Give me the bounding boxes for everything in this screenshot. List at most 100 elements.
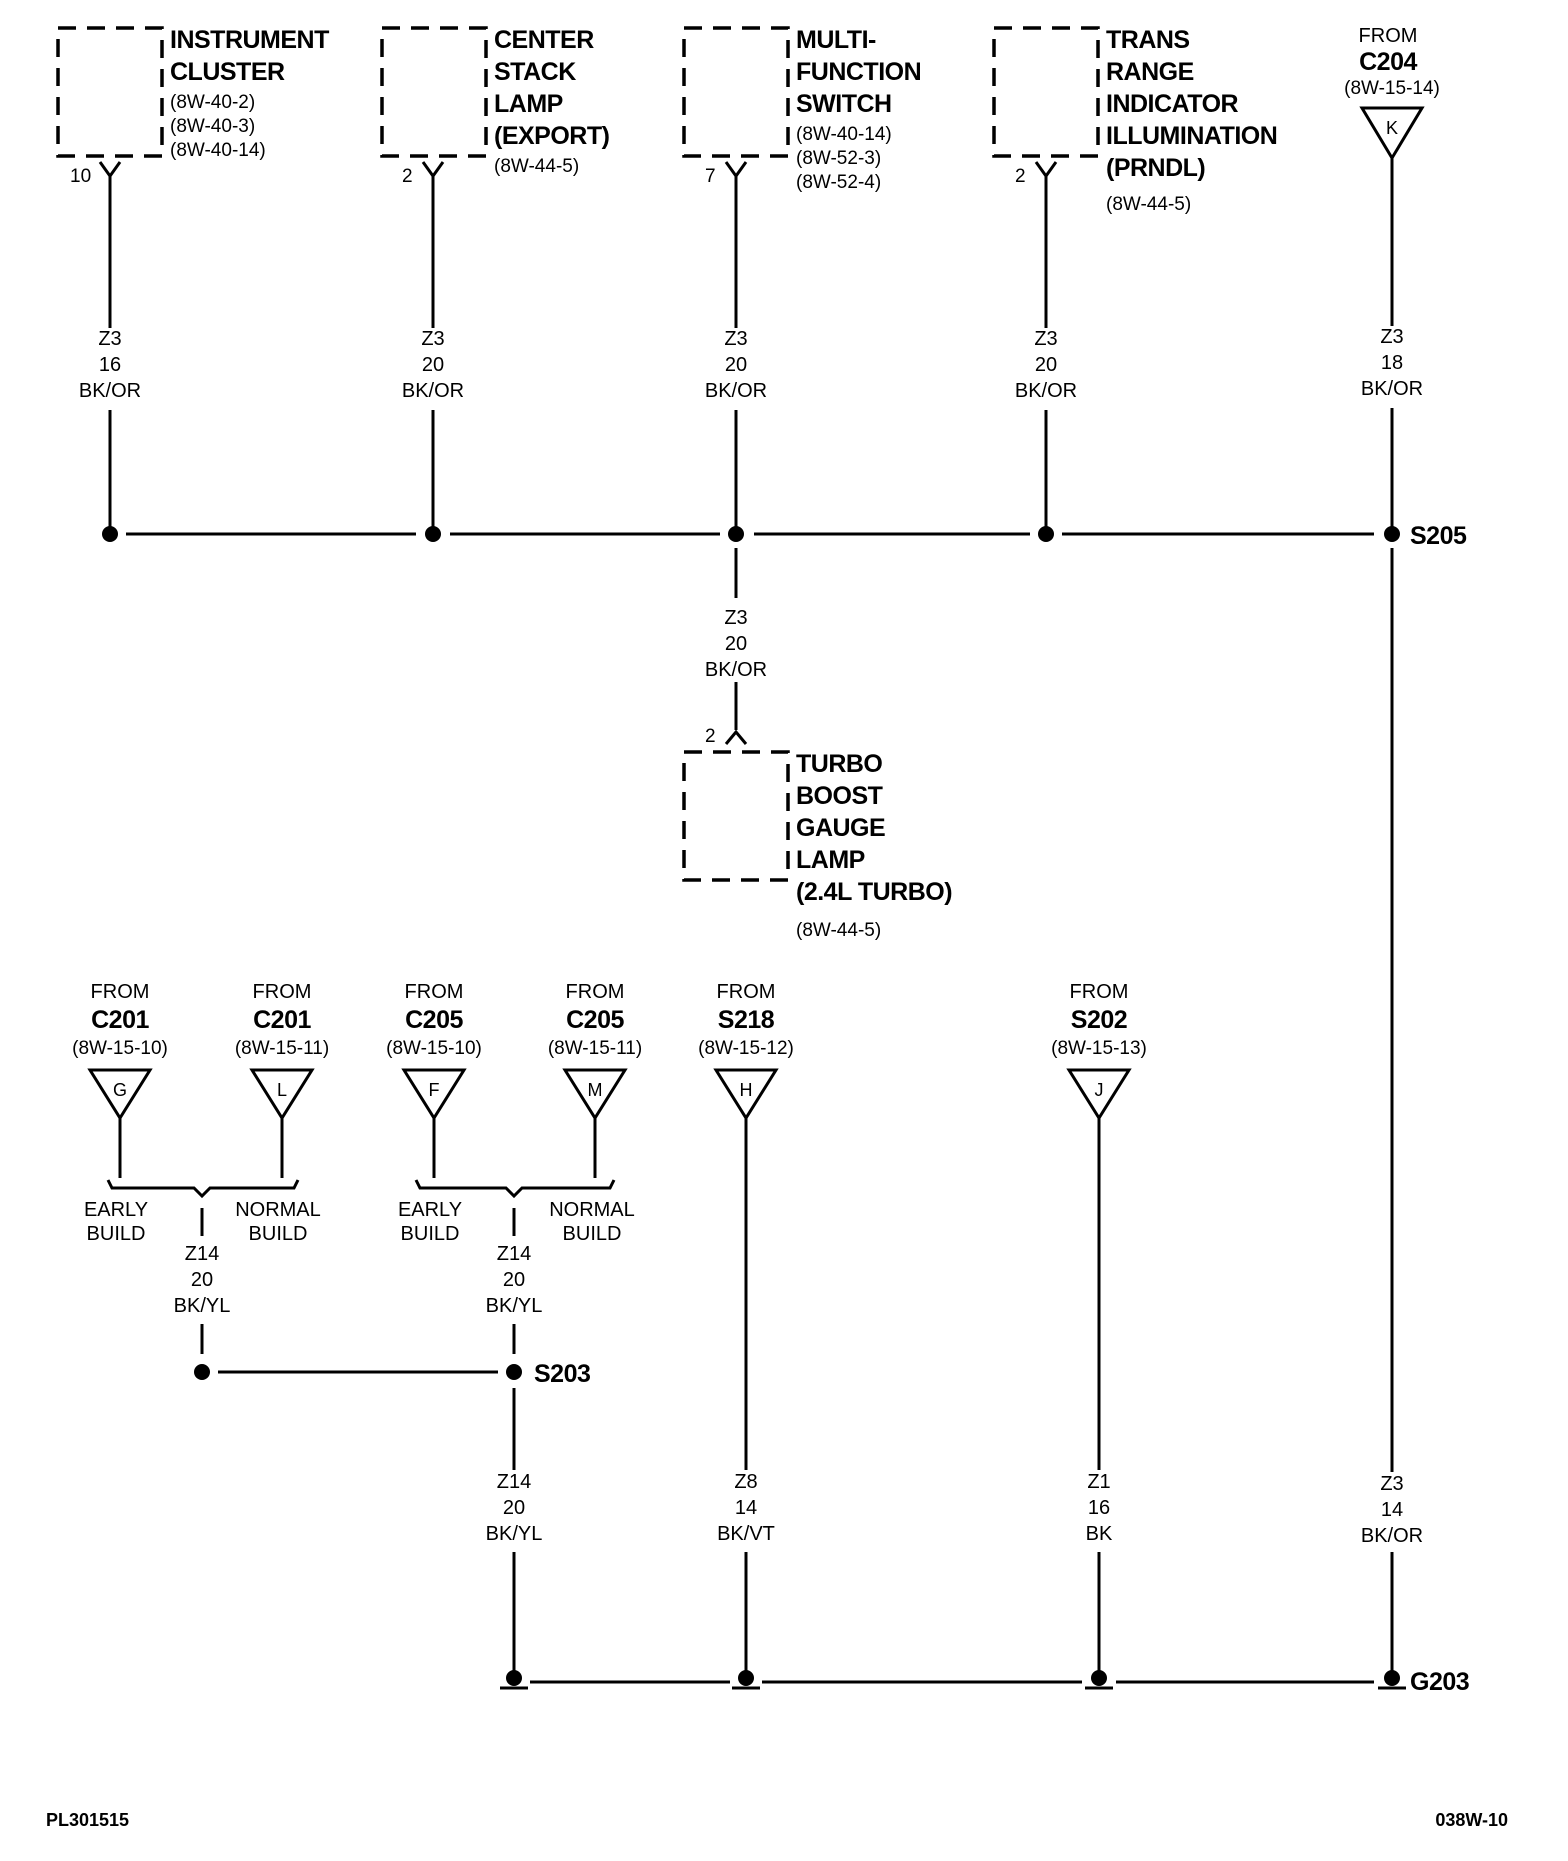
from-label: FROM bbox=[717, 981, 776, 1003]
from-connector-ref: (8W-15-10) bbox=[386, 1038, 482, 1059]
wire-label-z14-right: Z14 20 BK/YL bbox=[486, 1243, 543, 1317]
build-option-label: BUILD bbox=[563, 1223, 622, 1245]
wire-color: BK/OR bbox=[705, 659, 767, 681]
pin-connector-symbol bbox=[421, 161, 445, 179]
pin-number: 2 bbox=[1015, 166, 1026, 187]
wire-color: BK/YL bbox=[486, 1295, 543, 1317]
wires bbox=[106, 158, 1394, 1684]
component-title: MULTI- bbox=[796, 26, 876, 54]
wire-color: BK/OR bbox=[1361, 378, 1423, 400]
component-title: TURBO bbox=[796, 750, 882, 778]
from-label: FROM bbox=[405, 981, 464, 1003]
component-ref: (8W-40-14) bbox=[796, 124, 892, 145]
wire-gauge: 16 bbox=[99, 354, 121, 376]
wire-circuit: Z14 bbox=[185, 1243, 219, 1265]
component-box bbox=[682, 26, 790, 158]
splice-dot bbox=[1384, 526, 1400, 542]
from-label: FROM bbox=[1359, 25, 1418, 47]
component-title: (2.4L TURBO) bbox=[796, 878, 952, 906]
component-title: GAUGE bbox=[796, 814, 885, 842]
connector-pin-letter: G bbox=[113, 1080, 127, 1100]
wire-label-z14-ground: Z14 20 BK/YL bbox=[486, 1471, 543, 1545]
wire-gauge: 20 bbox=[725, 354, 747, 376]
build-option-label: EARLY bbox=[84, 1199, 148, 1221]
wire-label-z14-left: Z14 20 BK/YL bbox=[174, 1243, 231, 1317]
wire-gauge: 18 bbox=[1381, 352, 1403, 374]
wire-label-z8-ground: Z8 14 BK/VT bbox=[717, 1471, 775, 1545]
wire-label-center-stack: Z3 20 BK/OR bbox=[402, 328, 464, 402]
build-options: EARLY BUILD NORMAL BUILD EARLY BUILD NOR… bbox=[84, 1199, 635, 1245]
component-title: STACK bbox=[494, 58, 576, 86]
component-title: CENTER bbox=[494, 26, 594, 54]
wire-circuit: Z14 bbox=[497, 1471, 531, 1493]
from-label: FROM bbox=[566, 981, 625, 1003]
wire-circuit: Z3 bbox=[421, 328, 444, 350]
wire-gauge: 14 bbox=[735, 1497, 757, 1519]
component-box bbox=[682, 750, 790, 882]
wire-label-turbo: Z3 20 BK/OR bbox=[705, 607, 767, 681]
wire-color: BK/OR bbox=[705, 380, 767, 402]
from-connector-s202: FROM S202 (8W-15-13) J bbox=[1051, 981, 1147, 1121]
wire-gauge: 16 bbox=[1088, 1497, 1110, 1519]
pin-connector-symbol bbox=[724, 729, 748, 745]
component-ref: (8W-52-4) bbox=[796, 172, 881, 193]
splice-dot bbox=[728, 526, 744, 542]
build-option-label: NORMAL bbox=[235, 1199, 321, 1221]
component-turbo-boost-gauge-lamp: 2 TURBO BOOST GAUGE LAMP (2.4L TURBO) (8… bbox=[682, 726, 953, 941]
wire-circuit: Z3 bbox=[1380, 1473, 1403, 1495]
connector-triangle bbox=[713, 1068, 779, 1121]
pin-connector-symbol bbox=[724, 161, 748, 179]
from-connector-s218: FROM S218 (8W-15-12) H bbox=[698, 981, 794, 1121]
wire-gauge: 20 bbox=[422, 354, 444, 376]
wire-color: BK/VT bbox=[717, 1523, 775, 1545]
wire-circuit: Z3 bbox=[98, 328, 121, 350]
wire-label-prndl: Z3 20 BK/OR bbox=[1015, 328, 1077, 402]
wire-gauge: 20 bbox=[191, 1269, 213, 1291]
from-connector-c205-m: FROM C205 (8W-15-11) M bbox=[548, 981, 642, 1121]
splice-label-s205: S205 bbox=[1410, 522, 1467, 550]
pin-connector-symbol bbox=[1034, 161, 1058, 179]
wire-circuit: Z3 bbox=[724, 607, 747, 629]
wire-color: BK/OR bbox=[402, 380, 464, 402]
wire-gauge: 20 bbox=[503, 1269, 525, 1291]
connector-triangle bbox=[249, 1068, 315, 1121]
splice-dot bbox=[1038, 526, 1054, 542]
component-ref: (8W-44-5) bbox=[494, 156, 579, 177]
from-connector-ref: (8W-15-10) bbox=[72, 1038, 168, 1059]
splice-points: S205 S203 bbox=[102, 522, 1467, 1388]
component-ref: (8W-40-3) bbox=[170, 116, 255, 137]
connector-triangle bbox=[562, 1068, 628, 1121]
wire-circuit: Z3 bbox=[1380, 326, 1403, 348]
component-title: RANGE bbox=[1106, 58, 1194, 86]
wire-circuit: Z8 bbox=[734, 1471, 757, 1493]
pin-number: 2 bbox=[705, 726, 716, 747]
from-connector-ref: (8W-15-13) bbox=[1051, 1038, 1147, 1059]
from-connector-name: C205 bbox=[405, 1006, 463, 1034]
wire-label-z1-ground: Z1 16 BK bbox=[1086, 1471, 1113, 1545]
connector-pin-letter: H bbox=[740, 1080, 753, 1100]
component-ref: (8W-44-5) bbox=[796, 920, 881, 941]
build-option-label: BUILD bbox=[87, 1223, 146, 1245]
component-ref: (8W-40-14) bbox=[170, 140, 266, 161]
from-label: FROM bbox=[1070, 981, 1129, 1003]
from-connector-name: C201 bbox=[253, 1006, 311, 1034]
from-connector-name: S202 bbox=[1071, 1006, 1127, 1034]
wire-circuit: Z3 bbox=[1034, 328, 1057, 350]
splice-dot bbox=[194, 1364, 210, 1380]
wire-color: BK bbox=[1086, 1523, 1113, 1545]
wire-color: BK/OR bbox=[1015, 380, 1077, 402]
component-title: LAMP bbox=[796, 846, 865, 874]
ground-label-g203: G203 bbox=[1410, 1668, 1469, 1696]
component-title: LAMP bbox=[494, 90, 563, 118]
from-connector-ref: (8W-15-11) bbox=[548, 1038, 642, 1059]
component-title: (EXPORT) bbox=[494, 122, 610, 150]
wire-circuit: Z14 bbox=[497, 1243, 531, 1265]
component-title: (PRNDL) bbox=[1106, 154, 1205, 182]
connector-pin-letter: K bbox=[1386, 118, 1398, 138]
wire-label-z3-ground: Z3 14 BK/OR bbox=[1361, 1473, 1423, 1547]
from-label: FROM bbox=[91, 981, 150, 1003]
ground-dot bbox=[1091, 1670, 1107, 1686]
connector-pin-letter: F bbox=[429, 1080, 440, 1100]
